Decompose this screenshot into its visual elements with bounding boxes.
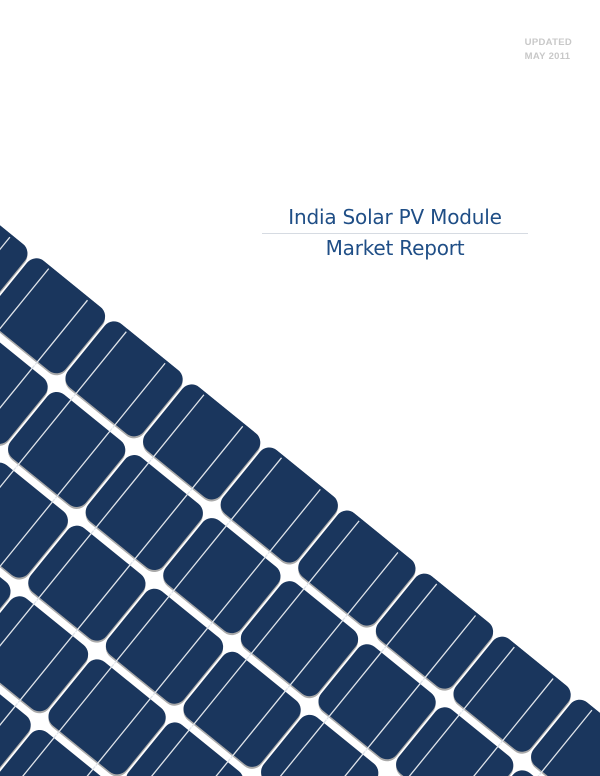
updated-label: UPDATED: [524, 37, 572, 48]
update-stamp: UPDATED MAY 2011: [525, 36, 572, 64]
updated-date: MAY 2011: [524, 51, 571, 62]
report-title: India Solar PV Module Market Report: [262, 203, 528, 262]
title-line-1: India Solar PV Module: [262, 203, 528, 234]
title-line-2: Market Report: [325, 236, 465, 260]
